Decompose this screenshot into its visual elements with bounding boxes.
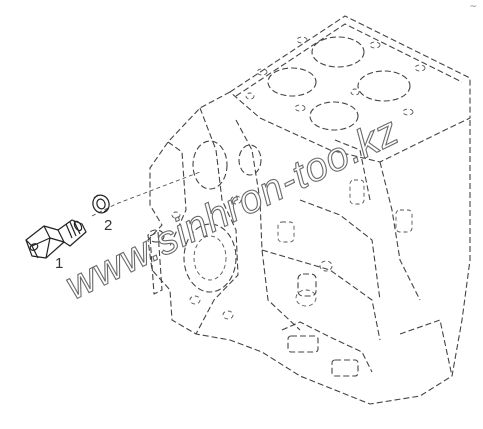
corner-mark: ~ — [469, 2, 477, 12]
washer-part — [92, 194, 110, 214]
engine-block — [147, 15, 471, 405]
callout-label-2: 2 — [104, 217, 112, 234]
watermark-text: www.sinhron-too.kz — [59, 109, 406, 308]
assembly-axis-line — [91, 171, 201, 217]
callout-label-1: 1 — [55, 255, 63, 272]
adapter-fitting-part — [25, 219, 87, 259]
